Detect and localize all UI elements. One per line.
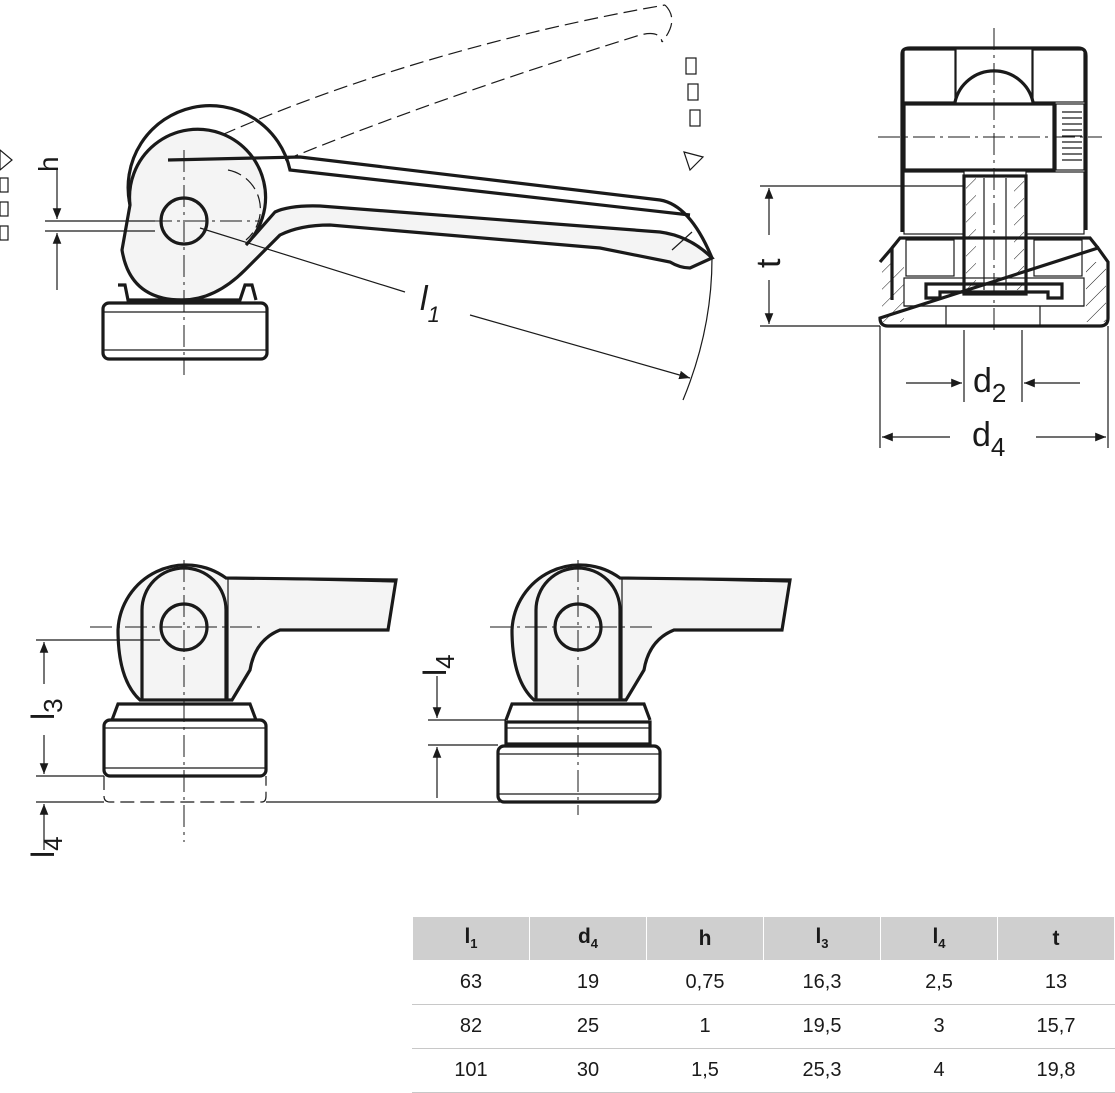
cell-l1: 101 <box>412 1048 530 1093</box>
label-l3: l3 <box>25 698 68 720</box>
header-h: h <box>646 916 764 961</box>
cell-l1: 63 <box>412 960 530 1005</box>
table-row: 63 19 0,75 16,3 2,5 13 <box>412 960 1115 1005</box>
label-l4-middle: l4 <box>417 654 460 676</box>
header-d4: d4 <box>529 916 647 961</box>
header-l3: l3 <box>763 916 881 961</box>
section-view: t d2 d4 <box>750 28 1110 462</box>
label-d2: d2 <box>973 362 1006 408</box>
table-header-row: l1 d4 h l3 l4 t <box>412 916 1115 961</box>
cell-d4: 19 <box>529 960 647 1005</box>
cell-l4: 3 <box>880 1004 998 1049</box>
cell-h: 1,5 <box>646 1048 764 1093</box>
cell-l1: 82 <box>412 1004 530 1049</box>
table-row: 101 30 1,5 25,3 4 19,8 <box>412 1048 1115 1093</box>
table-row: 82 25 1 19,5 3 15,7 <box>412 1004 1115 1049</box>
header-t: t <box>997 916 1115 961</box>
header-l1: l1 <box>412 916 530 961</box>
cell-l4: 2,5 <box>880 960 998 1005</box>
dimension-table: l1 d4 h l3 l4 t 63 19 0,75 16,3 2,5 13 8… <box>412 916 1115 1093</box>
pin-ribs <box>1062 111 1082 161</box>
cell-d4: 25 <box>529 1004 647 1049</box>
rotation-arrow-right <box>683 57 705 172</box>
cell-l4: 4 <box>880 1048 998 1093</box>
cell-t: 19,8 <box>997 1048 1115 1093</box>
cell-h: 0,75 <box>646 960 764 1005</box>
cell-l3: 25,3 <box>763 1048 881 1093</box>
header-l4: l4 <box>880 916 998 961</box>
label-l4-left: l4 <box>25 836 68 858</box>
detail-view-l3: l3 l4 <box>25 560 500 858</box>
cell-t: 15,7 <box>997 1004 1115 1049</box>
label-l1: l1 <box>420 280 440 327</box>
cell-h: 1 <box>646 1004 764 1049</box>
label-h: h <box>33 156 64 172</box>
cell-l3: 16,3 <box>763 960 881 1005</box>
label-d4: d4 <box>972 416 1005 462</box>
lever-side-view: h l1 <box>0 4 715 401</box>
cell-l3: 19,5 <box>763 1004 881 1049</box>
label-t: t <box>750 258 788 268</box>
cell-t: 13 <box>997 960 1115 1005</box>
cell-d4: 30 <box>529 1048 647 1093</box>
detail-view-l4: l4 <box>417 560 792 815</box>
rotation-arrow-left <box>0 149 13 241</box>
